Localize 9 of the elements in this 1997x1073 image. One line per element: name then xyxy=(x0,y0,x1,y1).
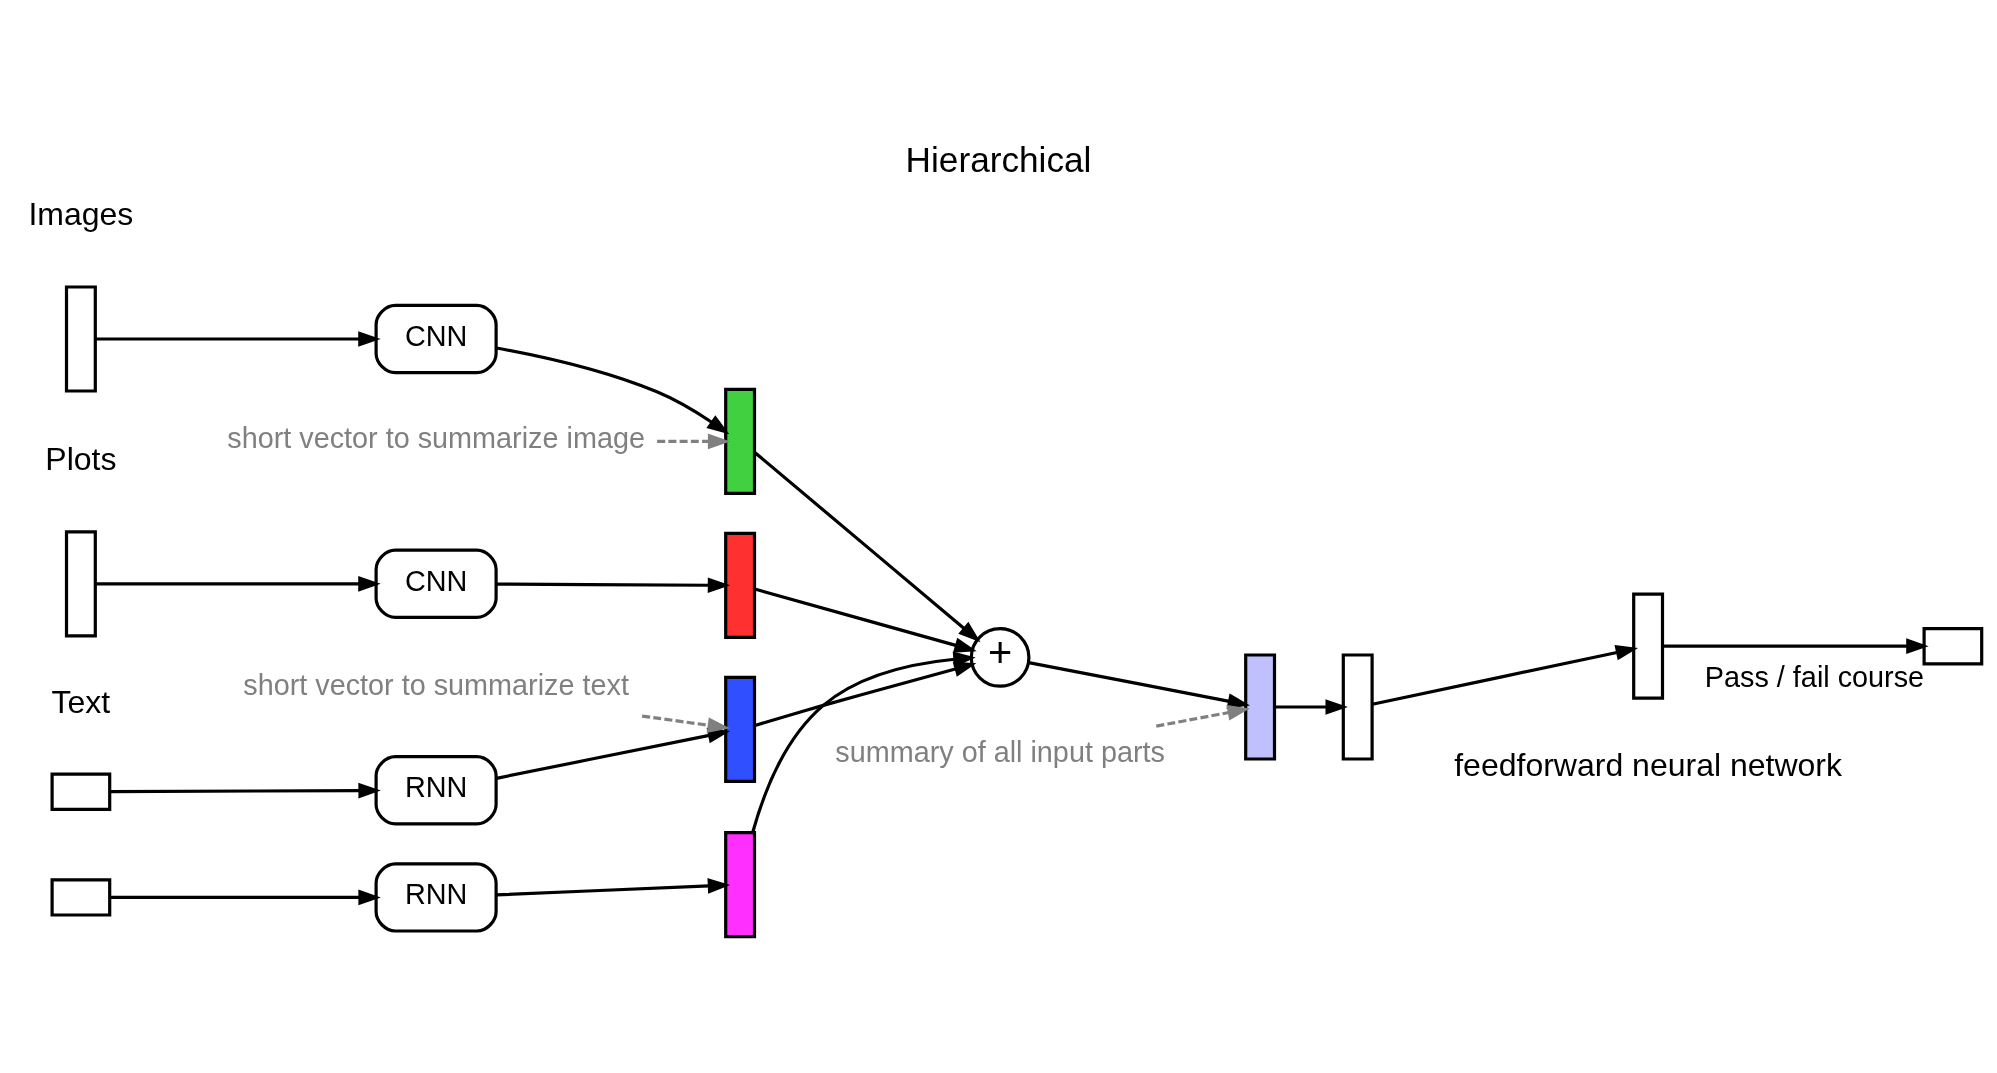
node-text: short vector to summarize image xyxy=(227,421,645,454)
label: Images xyxy=(28,195,134,232)
label: Text xyxy=(51,683,111,720)
diagram-title: Hierarchical xyxy=(905,139,1092,179)
label: feedforward neural network xyxy=(1454,746,1842,783)
node-label: Pass / fail course xyxy=(1704,660,1925,693)
node-text: short vector to summarize text xyxy=(243,668,629,701)
node-text: summary of all input parts xyxy=(835,735,1165,768)
label: Plots xyxy=(45,440,117,477)
